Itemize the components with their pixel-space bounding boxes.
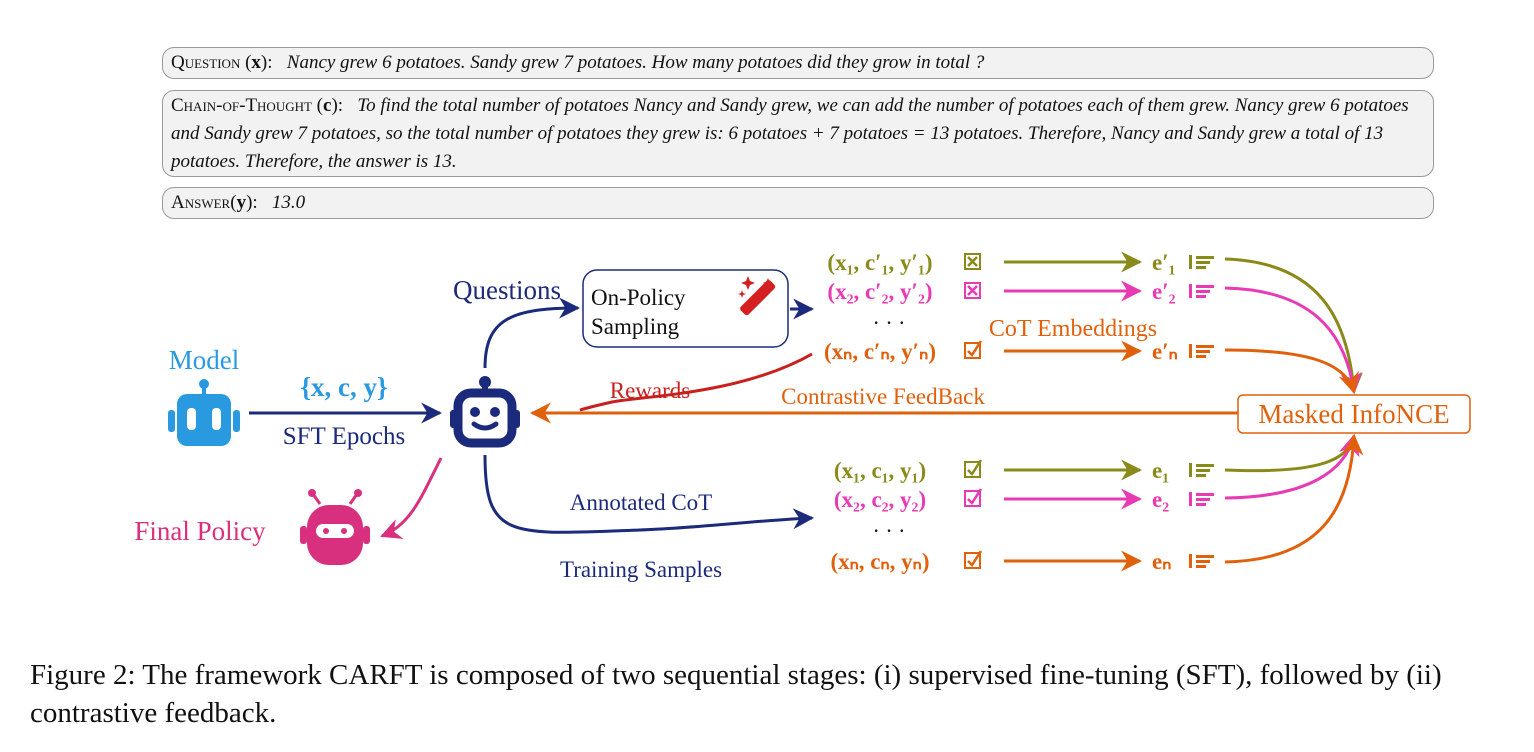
sampled-tuple: (xₙ, c′ₙ, y′ₙ): [824, 339, 936, 364]
crossed-box-icon: [964, 282, 981, 299]
answer-label-end: ):: [246, 192, 258, 213]
final-policy-arrow: [380, 457, 443, 539]
masked-infonce-box: [1237, 394, 1471, 434]
annotated-embedding: eₙ: [1152, 549, 1171, 574]
embed-curve-sampled-2: [1224, 286, 1362, 395]
checked-box-icon: [964, 488, 983, 507]
magic-wand-icon: [738, 276, 776, 316]
on-policy-sampling-box: [582, 269, 789, 348]
question-label: Question (: [171, 52, 252, 73]
embed-curve-annotated-2: [1224, 433, 1360, 500]
annotated-cot-label: Annotated CoT: [570, 490, 712, 515]
answer-text: 13.0: [271, 192, 306, 213]
model-robot-icon: [168, 379, 240, 446]
annotated-tuple: (x₁, c₁, y₁): [834, 458, 926, 483]
sft-set-label: {x, c, y}: [300, 372, 387, 402]
carft-diagram: Model {x, c, y} SFT Epochs Questions On-…: [134, 250, 1471, 582]
final-policy-label: Final Policy: [134, 516, 266, 546]
question-var: x: [251, 52, 261, 73]
answer-label: Answer(: [171, 192, 237, 213]
cot-text: To find the total number of potatoes Nan…: [171, 95, 1409, 172]
list-lines-icon: [1189, 492, 1214, 506]
sampled-embedding: e′₂: [1152, 279, 1176, 304]
answer-var: y: [236, 192, 247, 213]
rewards-curve: [579, 352, 813, 412]
sampled-tuple: (x₁, c′₁, y′₁): [827, 250, 932, 275]
questions-label: Questions: [453, 275, 561, 305]
question-box: Question (x): Nancy grew 6 potatoes. San…: [162, 47, 1434, 79]
on-policy-line1: On-Policy: [591, 285, 686, 310]
rewards-label: Rewards: [610, 378, 691, 403]
cot-label: Chain-of-Thought (: [171, 95, 324, 116]
policy-robot-icon: [450, 376, 520, 448]
embed-curve-annotated-1: [1224, 433, 1360, 473]
masked-infonce-label: Masked InfoNCE: [1258, 399, 1449, 429]
sampled-embedding: e′ₙ: [1152, 339, 1178, 364]
annotated-embedding: e₁: [1152, 458, 1169, 483]
sampled-rows: (x₁, c′₁, y′₁) e′₁ (x₂, c′₂, y′₂) e′₂ (xₙ, c…: [824, 250, 1214, 364]
final-policy-robot-icon: [300, 489, 370, 565]
list-lines-icon: [1189, 463, 1214, 477]
embed-curve-annotated-n: [1224, 433, 1364, 564]
list-lines-icon: [1189, 284, 1214, 298]
annotated-tuple: (xₙ, cₙ, yₙ): [830, 549, 929, 574]
question-label-end: ):: [260, 52, 273, 73]
sampled-tuple: (x₂, c′₂, y′₂): [827, 279, 932, 304]
contrastive-feedback-label: Contrastive FeedBack: [781, 384, 985, 409]
figure-caption: Figure 2: The framework CARFT is compose…: [30, 659, 1442, 729]
answer-box: Answer(y): 13.0: [162, 187, 1434, 219]
chain-of-thought-box: Chain-of-Thought (c): To find the total …: [162, 90, 1434, 177]
questions-arrow: [483, 297, 581, 369]
sampled-ellipsis: · · ·: [873, 310, 906, 335]
annotated-ellipsis: · · ·: [873, 518, 906, 543]
crossed-box-icon: [964, 253, 981, 270]
cot-label-end: ):: [331, 95, 344, 116]
list-lines-icon: [1189, 554, 1214, 568]
list-lines-icon: [1189, 255, 1214, 269]
sft-epochs-label: SFT Epochs: [283, 423, 405, 450]
checked-box-icon: [964, 550, 983, 569]
on-policy-line2: Sampling: [591, 314, 680, 339]
cot-var: c: [323, 95, 332, 116]
annotated-rows: (x₁, c₁, y₁) e₁ (x₂, c₂, y₂) e₂ (xₙ, cₙ, yₙ)…: [830, 458, 1214, 574]
checked-box-icon: [964, 340, 983, 359]
question-text: Nancy grew 6 potatoes. Sandy grew 7 pota…: [286, 52, 985, 73]
embed-curve-sampled-n: [1224, 348, 1359, 395]
embed-curve-sampled-1: [1224, 257, 1363, 395]
annotated-embedding: e₂: [1152, 487, 1169, 512]
model-label: Model: [169, 345, 240, 375]
training-samples-label: Training Samples: [560, 557, 722, 582]
checked-box-icon: [964, 459, 983, 478]
list-lines-icon: [1189, 344, 1214, 358]
annotated-tuple: (x₂, c₂, y₂): [834, 487, 926, 512]
cot-embeddings-label: CoT Embeddings: [989, 316, 1157, 342]
sampled-embedding: e′₁: [1152, 250, 1176, 275]
annotated-cot-arrow: [483, 454, 815, 534]
